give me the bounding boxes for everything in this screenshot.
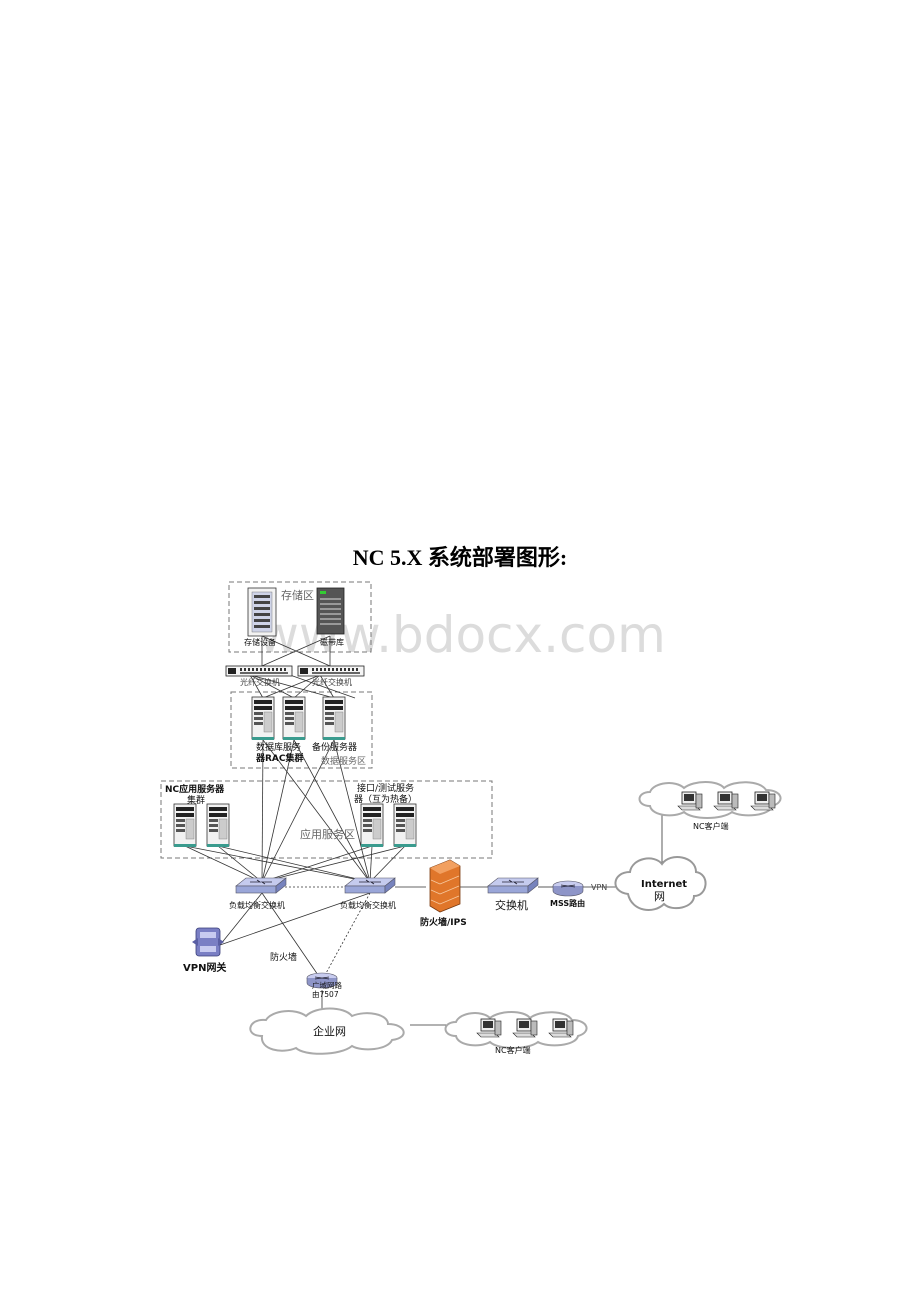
interface-label-2: 器（互为热备） [354, 793, 417, 805]
interface-server-1 [360, 803, 384, 848]
nc-client-bottom-label: NC客户端 [495, 1045, 531, 1055]
internet-label-2: 网 [654, 890, 665, 903]
tape-library-label: 磁带库 [320, 637, 344, 647]
data-zone-label: 数据服务区 [321, 755, 366, 767]
nc-app-label-2: 集群 [187, 794, 205, 806]
nc-app-server-1 [173, 803, 197, 848]
wan-router-label-2: 由7507 [312, 989, 339, 999]
interface-label-1: 接口/测试服务 [357, 782, 414, 794]
storage-device-label: 存储设备 [244, 637, 276, 647]
storage-device [247, 587, 277, 637]
lb-switch-2 [344, 877, 396, 894]
backup-server-label: 备份服务器 [312, 741, 357, 753]
fiber-switch-2-label: 光纤交换机 [312, 677, 352, 687]
lb-switch-1 [235, 877, 287, 894]
data-service-zone [230, 691, 373, 769]
page-title: NC 5.X 系统部署图形: [352, 545, 568, 570]
pc-icon [476, 1018, 502, 1038]
tape-library [316, 587, 345, 635]
network-links [184, 635, 663, 1026]
nc-client-top-cloud [638, 781, 782, 819]
firewall-ips-icon [429, 859, 461, 913]
fiber-switch-1-label: 光纤交换机 [240, 677, 280, 687]
vpn-gateway-icon [192, 927, 224, 957]
backup-server [322, 696, 346, 741]
firewall-ips-label: 防火墙/IPS [420, 916, 467, 928]
nc-client-top-label: NC客户端 [693, 821, 729, 831]
db-server-2 [282, 696, 306, 741]
db-cluster-label-1: 数据库服务 [256, 741, 301, 753]
core-switch [487, 877, 539, 894]
fiber-switch-1 [225, 665, 293, 677]
firewall-label: 防火墙 [270, 951, 297, 963]
mss-router-label: MSS路由 [550, 898, 585, 908]
backup-links [285, 886, 371, 976]
enterprise-net-label: 企业网 [313, 1024, 346, 1038]
lb-switch-2-label: 负载均衡交换机 [340, 900, 396, 910]
app-zone-label: 应用服务区 [300, 827, 355, 841]
internet-label-1: Internet [641, 879, 687, 890]
storage-zone-label: 存储区 [281, 588, 314, 602]
vpn-link-label: VPN [591, 883, 607, 892]
enterprise-net-cloud [249, 1007, 405, 1055]
lb-switch-1-label: 负载均衡交换机 [229, 900, 285, 910]
fiber-switch-2 [297, 665, 365, 677]
mss-router [552, 880, 584, 897]
nc-app-label-1: NC应用服务器 [165, 783, 225, 795]
wan-router-label-1: 广域网路 [312, 980, 342, 990]
db-cluster-label-2: 器RAC集群 [255, 752, 304, 764]
storage-zone [228, 581, 372, 653]
vpn-gateway-label: VPN网关 [183, 961, 226, 974]
internet-cloud [614, 856, 707, 911]
core-switch-label: 交换机 [495, 898, 528, 912]
nc-app-server-2 [206, 803, 230, 848]
db-server-1 [251, 696, 275, 741]
interface-server-2 [393, 803, 417, 848]
app-service-zone [160, 780, 493, 859]
